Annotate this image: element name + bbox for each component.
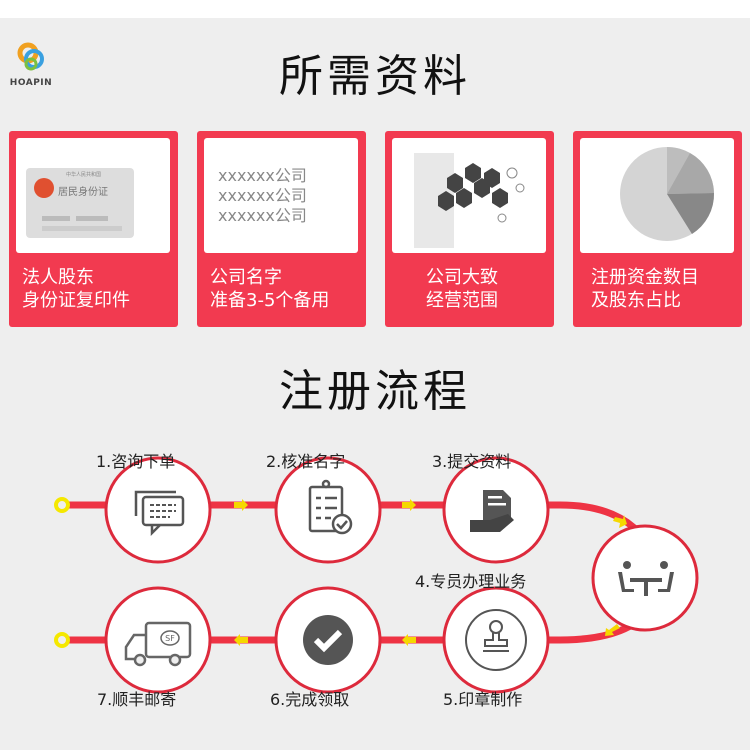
step-label-7: 7.顺丰邮寄 — [97, 690, 177, 709]
logo-text: HOAPIN — [9, 78, 53, 88]
flow-arrows — [234, 499, 627, 646]
start-dot — [54, 497, 70, 513]
step-label-1: 1.咨询下单 — [96, 452, 176, 471]
card-caption-line1: 公司名字 — [210, 267, 282, 288]
id-card-title: 居民身份证 — [58, 187, 108, 198]
card-caption-line2: 经营范围 — [426, 290, 498, 311]
card-business-scope: 公司大致经营范围 — [385, 131, 554, 327]
card-caption-line2: 准备3-5个备用 — [210, 290, 330, 311]
step-label-3: 3.提交资料 — [432, 452, 512, 471]
meeting-icon — [618, 561, 674, 596]
company-name: xxxxxx公司 — [218, 166, 307, 185]
id-card-header: 中华人民共和国 — [66, 172, 102, 178]
logo: HOAPIN — [8, 40, 54, 88]
truck-icon: SF — [124, 621, 192, 667]
check-circle-icon — [303, 615, 353, 665]
company-name-list: xxxxxx公司 xxxxxx公司 xxxxxx公司 — [218, 166, 307, 226]
logo-icon — [17, 42, 44, 71]
step-label-6: 6.完成领取 — [270, 690, 350, 709]
card-company-name: xxxxxx公司 xxxxxx公司 xxxxxx公司 公司名字准备3-5个备用 — [197, 131, 366, 327]
card-caption-line2: 身份证复印件 — [22, 290, 130, 311]
chat-icon — [134, 490, 185, 537]
step-circle-5 — [442, 586, 550, 694]
tech-hexagon-image — [414, 153, 525, 248]
card-caption-line2: 及股东占比 — [591, 290, 681, 311]
end-dot — [54, 632, 70, 648]
section-title-materials: 所需资料 — [279, 51, 471, 102]
step-circle-2 — [274, 456, 382, 564]
card-caption-line1: 注册资金数目 — [591, 267, 699, 288]
card-caption-line1: 法人股东 — [22, 267, 94, 288]
pie-chart-icon — [620, 147, 715, 241]
card-caption-line1: 公司大致 — [426, 267, 498, 288]
section-title-process: 注册流程 — [279, 366, 471, 417]
stamp-icon — [465, 609, 527, 671]
step-circle-7 — [104, 586, 212, 694]
clipboard-check-icon — [308, 479, 353, 535]
company-name: xxxxxx公司 — [218, 206, 307, 225]
company-name: xxxxxx公司 — [218, 186, 307, 205]
card-id-copy: 中华人民共和国 居民身份证 法人股东身份证复印件 — [9, 131, 178, 327]
id-card-image: 中华人民共和国 居民身份证 — [26, 168, 134, 238]
sf-badge: SF — [165, 634, 175, 643]
document-hand-icon — [470, 490, 514, 532]
step-label-5: 5.印章制作 — [443, 690, 523, 709]
step-label-2: 2.核准名字 — [266, 452, 346, 471]
step-label-4: 4.专员办理业务 — [415, 572, 527, 591]
card-capital-share: 注册资金数目及股东占比 — [573, 131, 742, 327]
emblem-icon — [34, 178, 54, 198]
